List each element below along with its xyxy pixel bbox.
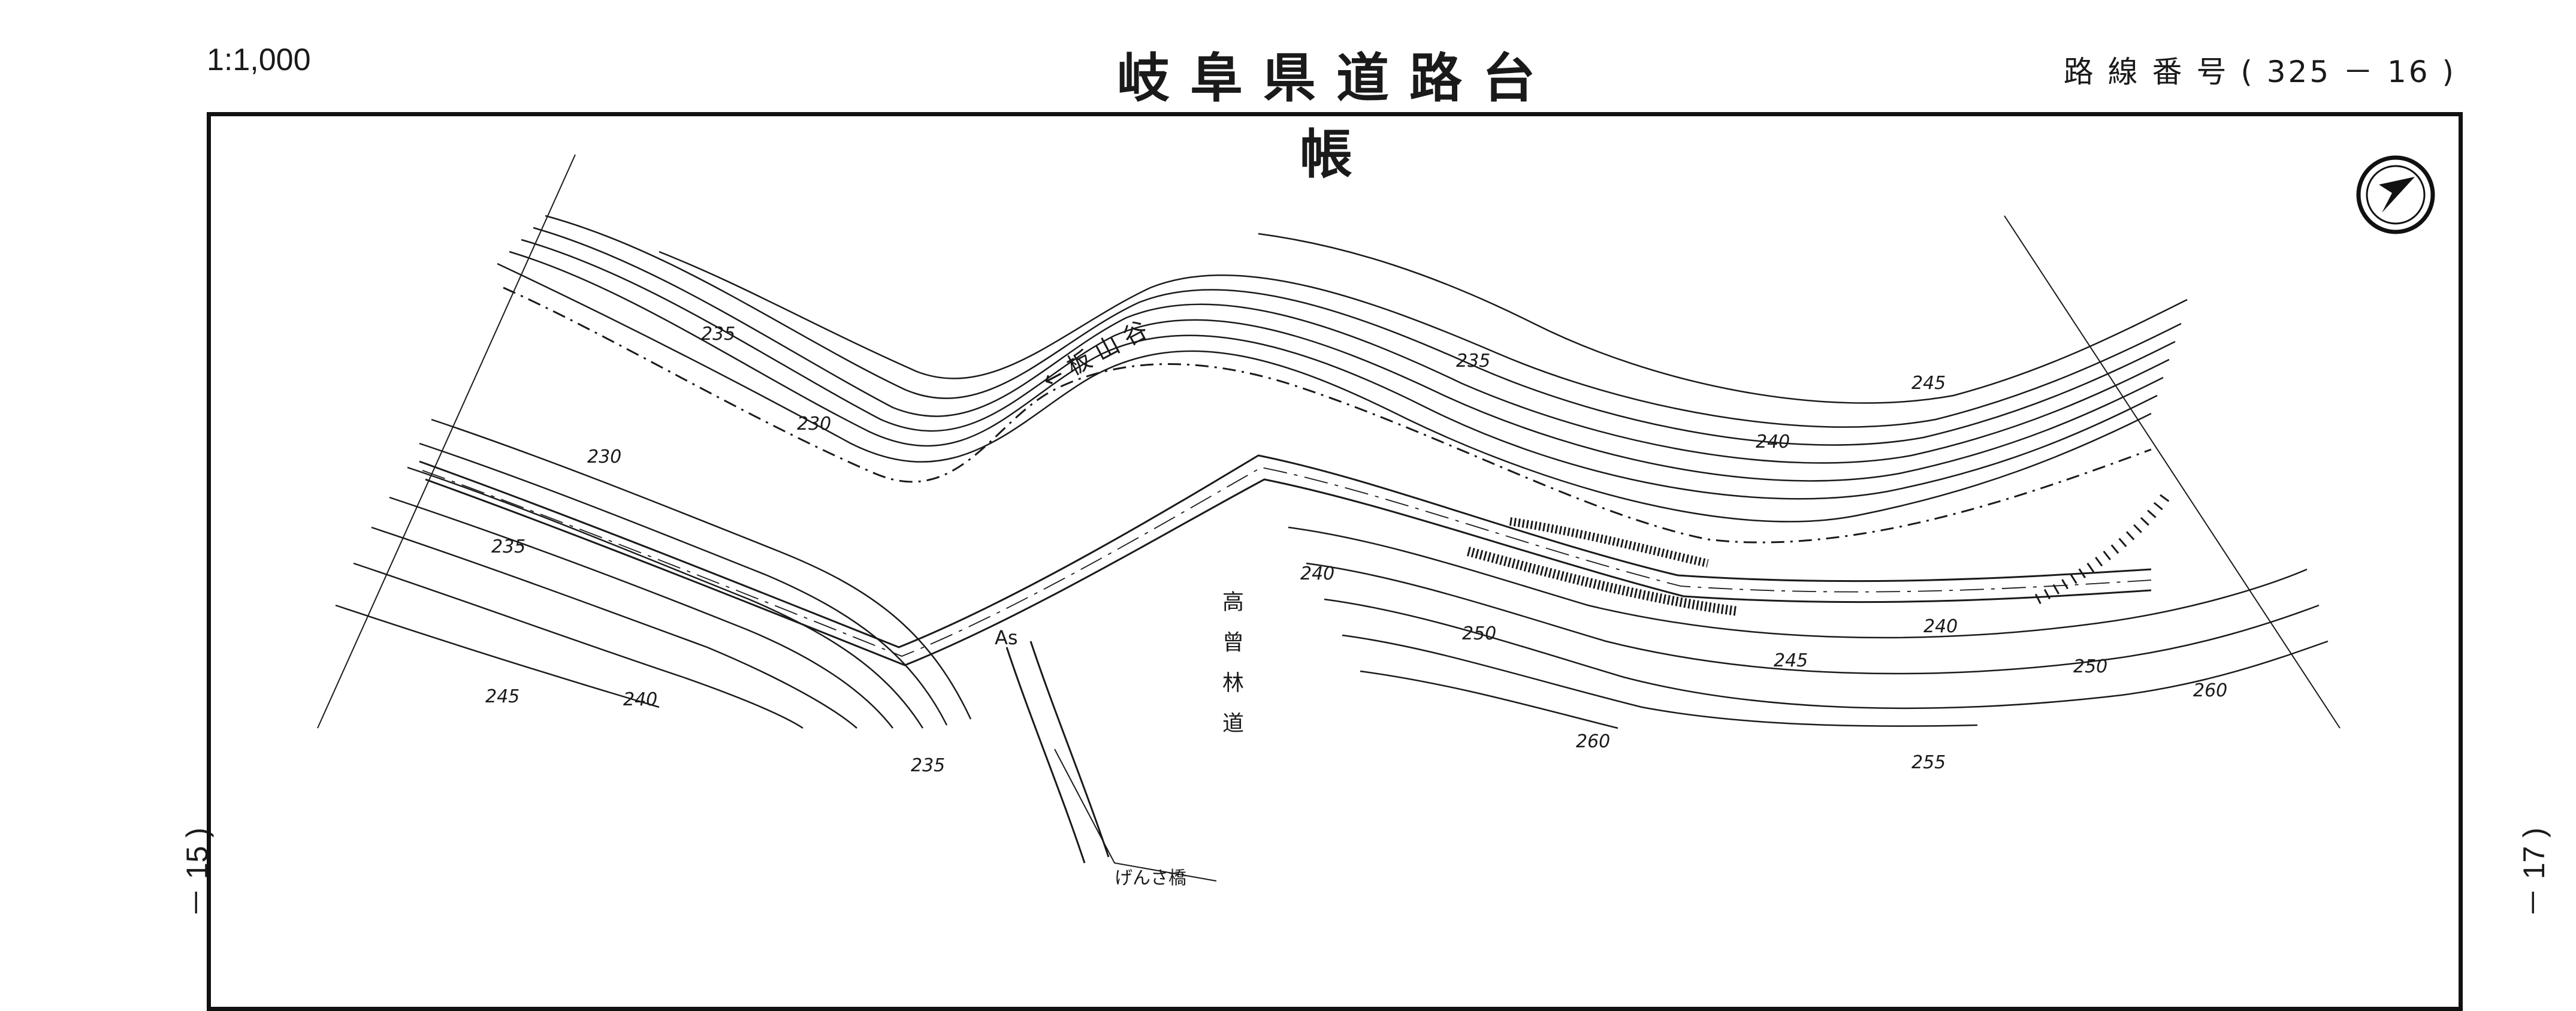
contour-label: 235 [491,536,526,557]
contour-line [335,604,660,708]
contour-line [353,562,804,729]
contour-line [419,442,948,726]
road-centerline [422,467,2152,657]
side-road-edge [1029,641,1110,858]
map-title: 岐阜県道路台帳 [1116,47,1556,185]
contour-line [407,466,924,729]
map-scale: 1:1,000 [207,43,311,77]
contour-label: 245 [1911,373,1946,394]
contour-label: 240 [623,689,658,710]
topographic-map [317,154,2435,882]
sheet-edge-right [2004,215,2341,729]
contour-line [1258,233,2188,404]
contour-line [1324,598,2329,710]
route-number: 路 線 番 号 ( 325 － 16 ) [2063,55,2456,89]
contour-label: 260 [2193,680,2228,701]
stream-line [503,286,2152,544]
contour-label: 240 [1923,616,1958,637]
contour-label: 245 [485,686,520,707]
contour-label: 260 [1576,731,1611,752]
side-road-edge [1005,647,1086,864]
contour-line [497,262,2152,523]
contour-label: 240 [1300,563,1335,584]
contour-line [521,239,2164,482]
road-edge [425,478,2152,666]
contour-line [1342,634,1978,727]
contour-label: 255 [1911,752,1946,773]
contour-label: 235 [1456,351,1491,372]
north-arrow-icon [2356,155,2435,234]
sheet-edge-left [317,154,576,729]
contour-label: 230 [797,414,832,434]
contour-label: 230 [587,446,622,467]
contour-label: 250 [1462,623,1497,644]
contour-line [533,227,2170,464]
retaining-wall [1509,517,1709,568]
contour-line [1306,562,2320,675]
contour-line [371,526,857,729]
contour-label: 250 [2073,656,2108,677]
slope-hatch [2034,488,2174,605]
road-edge [419,454,2152,648]
contour-label: 235 [911,755,946,776]
contour-line [509,251,2158,500]
contour-label: 240 [1756,431,1790,452]
contour-label: 235 [701,324,736,345]
contour-label: 245 [1774,650,1808,671]
forest-road-name: 高 曾 林 道 [1219,590,1243,740]
pavement-label: As [995,626,1018,649]
contour-line [1288,526,2308,639]
contour-line [545,215,2176,446]
contour-line [389,496,893,729]
retaining-wall [1466,547,1739,616]
contour-line [1360,670,1618,729]
contour-line [431,418,972,720]
leader-line [1054,749,1217,882]
contour-line [659,251,2182,428]
bridge-name: げんさ橋 [1115,868,1186,889]
